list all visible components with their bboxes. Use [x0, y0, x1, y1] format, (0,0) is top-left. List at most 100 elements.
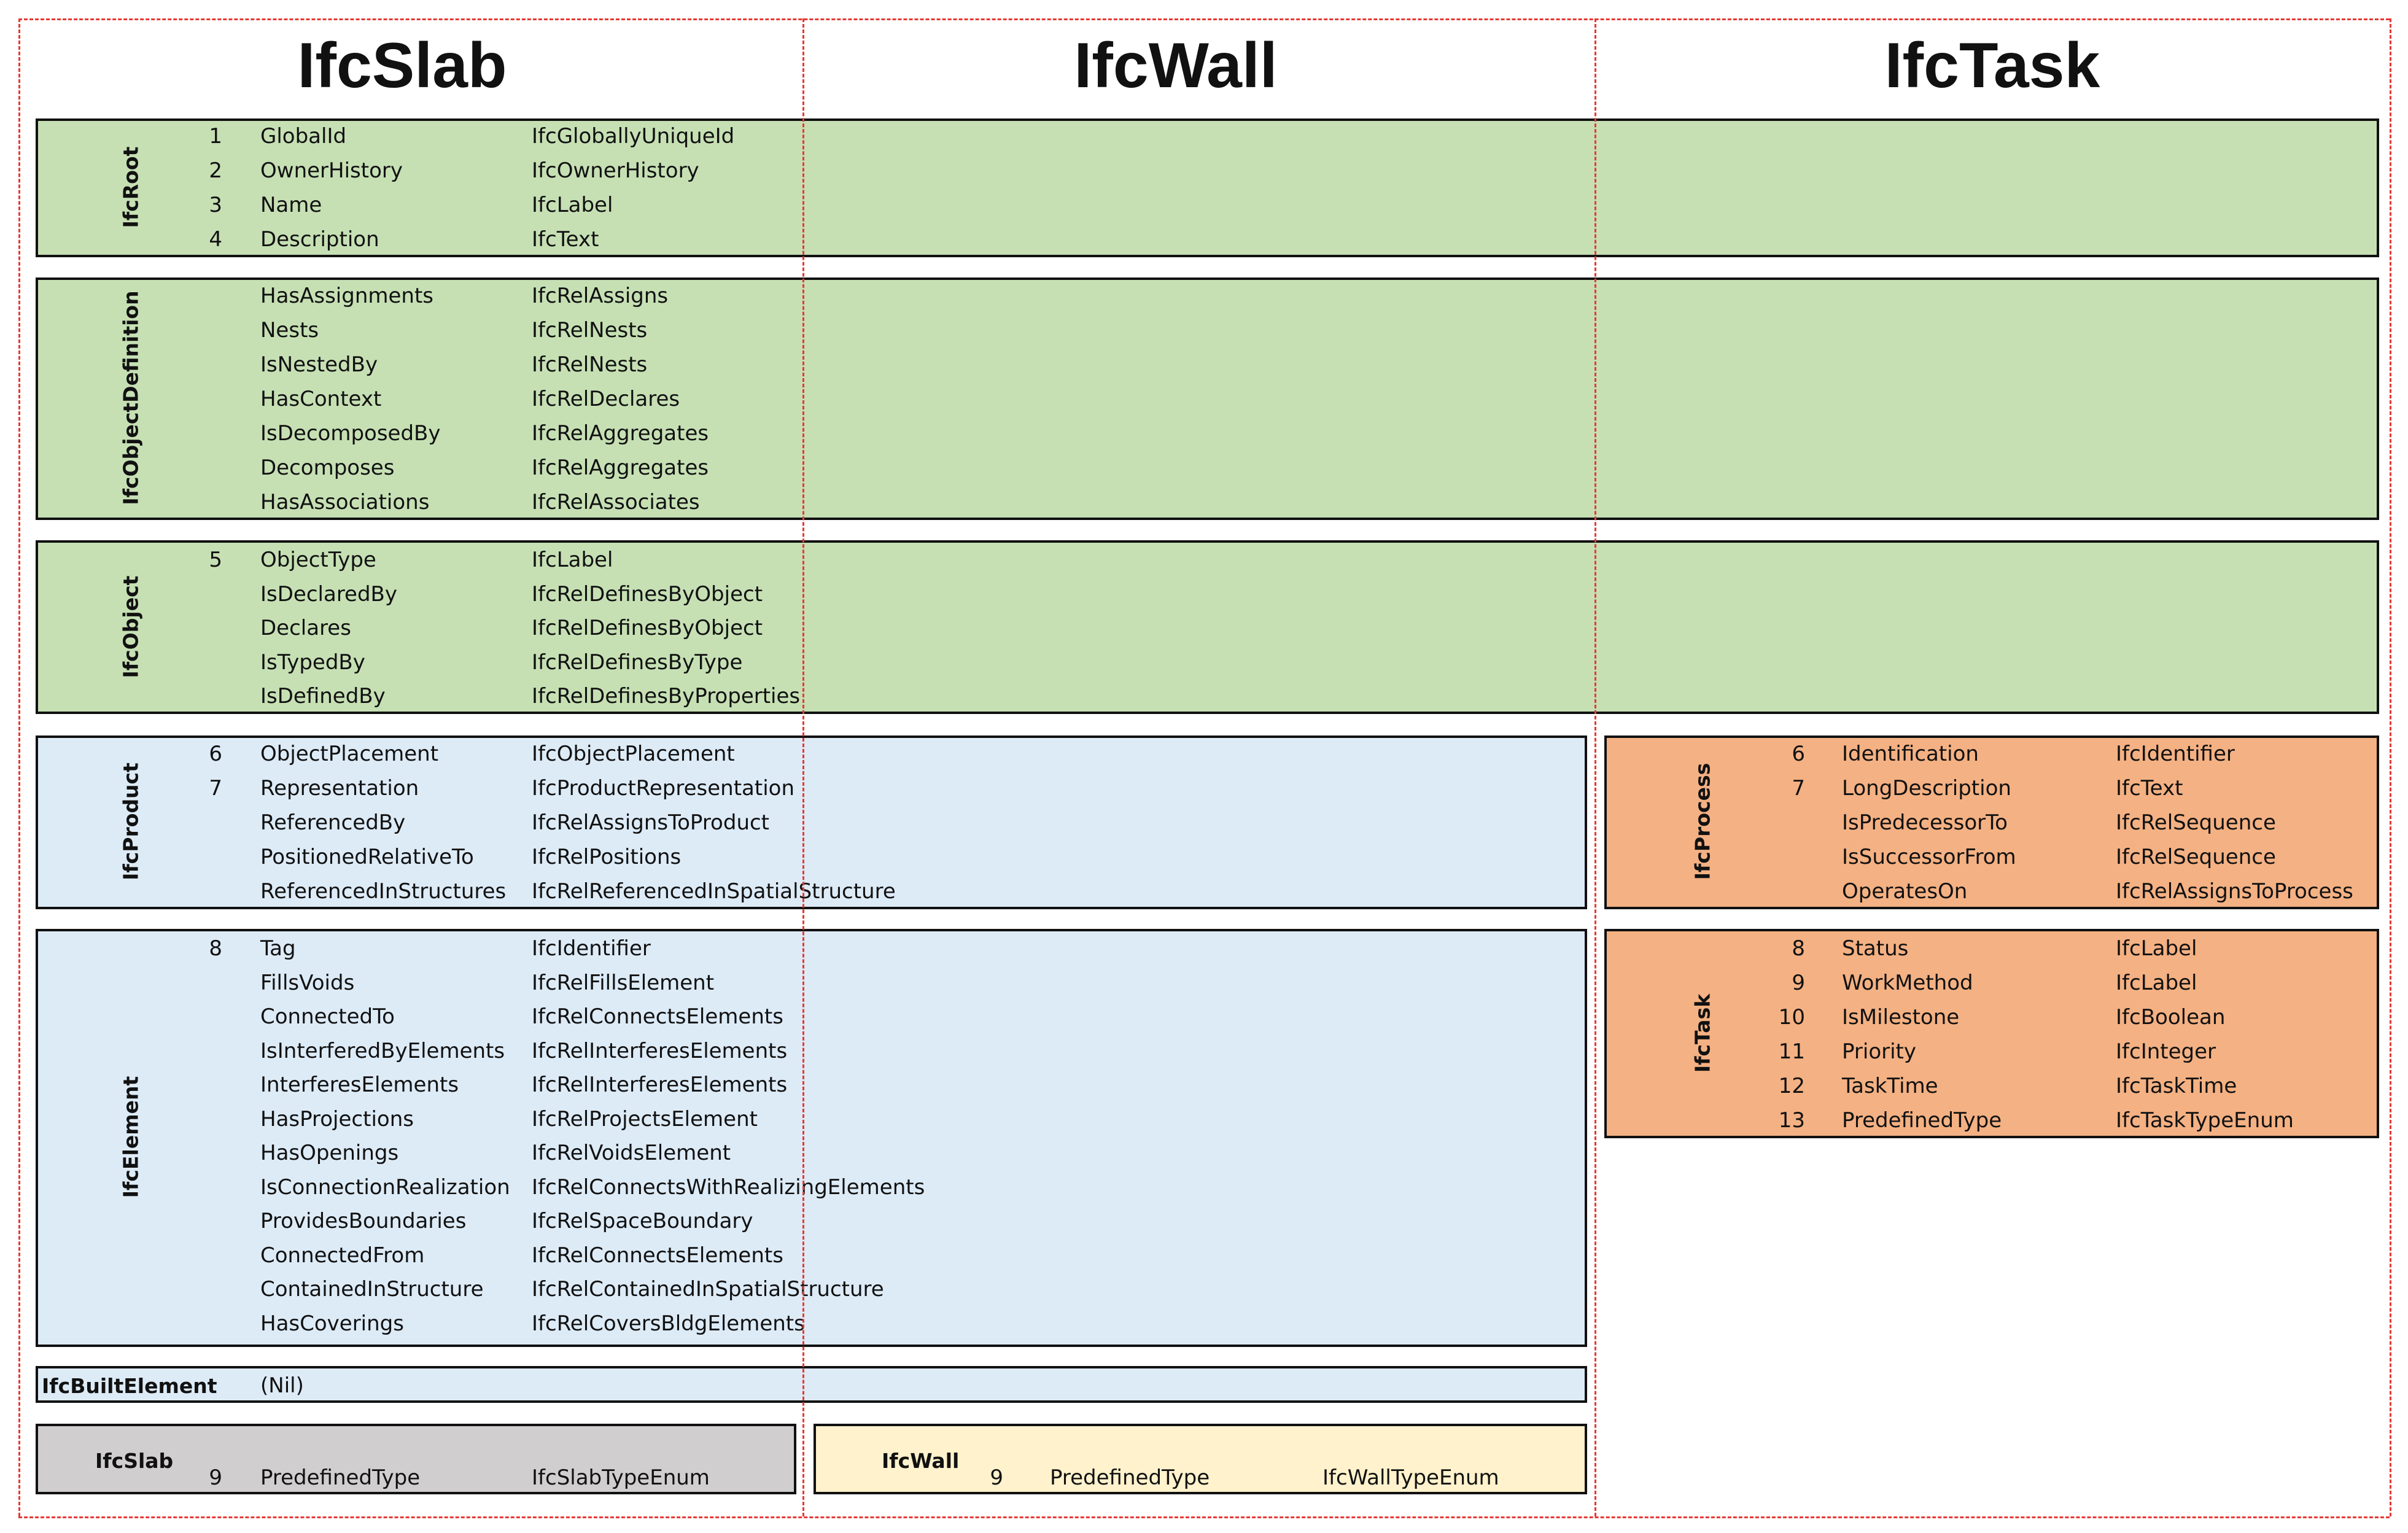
- attribute-name: TaskTime: [1842, 1074, 1938, 1098]
- attribute-name: IsTypedBy: [260, 650, 365, 675]
- attribute-name: IsConnectionRealization: [260, 1175, 510, 1200]
- attribute-number: 7: [1792, 776, 1805, 801]
- attribute-type: IfcRelDeclares: [532, 387, 680, 411]
- attribute-number: 4: [209, 227, 222, 252]
- attribute-name: ProvidesBoundaries: [260, 1209, 467, 1233]
- attribute-number: 7: [209, 776, 222, 801]
- attribute-name: ReferencedInStructures: [260, 879, 507, 904]
- attribute-name: HasCoverings: [260, 1311, 404, 1336]
- attribute-type: IfcRelAssignsToProcess: [2116, 879, 2353, 904]
- attribute-type: IfcRelAggregates: [532, 456, 709, 480]
- attribute-number: 5: [209, 548, 222, 572]
- attribute-type: IfcRelConnectsWithRealizingElements: [532, 1175, 925, 1200]
- attribute-type: IfcLabel: [2116, 971, 2197, 995]
- attribute-number: 11: [1778, 1039, 1805, 1064]
- attribute-name: Nests: [260, 318, 319, 343]
- attribute-name: FillsVoids: [260, 971, 355, 995]
- attribute-name: ReferencedBy: [260, 810, 406, 835]
- attribute-type: IfcLabel: [532, 193, 613, 217]
- attribute-name: Representation: [260, 776, 419, 801]
- attribute-name: HasProjections: [260, 1107, 414, 1131]
- section-ifc-wall: [814, 1424, 1587, 1494]
- attribute-number: 6: [209, 742, 222, 766]
- attribute-name: IsNestedBy: [260, 352, 378, 377]
- outer-border-right: [2390, 18, 2391, 1516]
- label-ifc-object: IfcObject: [118, 575, 143, 678]
- attribute-name: PredefinedType: [1842, 1108, 2002, 1133]
- attribute-type: IfcRelReferencedInSpatialStructure: [532, 879, 896, 904]
- section-ifc-element: [36, 929, 1587, 1347]
- attribute-number: 12: [1778, 1074, 1805, 1098]
- attribute-number: 2: [209, 158, 222, 183]
- section-ifc-object: [36, 540, 2379, 714]
- attribute-name: ConnectedFrom: [260, 1243, 425, 1268]
- label-ifc-element: IfcElement: [118, 1076, 143, 1198]
- attribute-name: Name: [260, 193, 322, 217]
- attribute-name: IsSuccessorFrom: [1842, 845, 2016, 869]
- label-ifc-process: IfcProcess: [1690, 763, 1715, 880]
- attribute-number: 10: [1778, 1005, 1805, 1030]
- attribute-type: IfcRelContainedInSpatialStructure: [532, 1277, 884, 1302]
- attribute-type: IfcObjectPlacement: [532, 742, 735, 766]
- attribute-type: IfcRelAssociates: [532, 490, 700, 514]
- attribute-type: IfcRelSequence: [2116, 845, 2276, 869]
- section-ifc-slab: [36, 1424, 796, 1494]
- attribute-type: IfcRelConnectsElements: [532, 1004, 783, 1029]
- attribute-type: IfcTaskTime: [2116, 1074, 2237, 1098]
- attribute-type: IfcText: [2116, 776, 2183, 801]
- attribute-type: IfcRelVoidsElement: [532, 1141, 731, 1165]
- section-ifc-root: [36, 118, 2379, 257]
- label-ifc-object-definition: IfcObjectDefinition: [118, 290, 143, 505]
- section-ifc-task: [1604, 929, 2379, 1138]
- column-title-slab: IfcSlab: [297, 30, 507, 101]
- attribute-type: IfcProductRepresentation: [532, 776, 795, 801]
- label-ifc-root: IfcRoot: [118, 146, 143, 228]
- attribute-type: IfcRelDefinesByType: [532, 650, 743, 675]
- attribute-name: LongDescription: [1842, 776, 2011, 801]
- attribute-type: IfcRelDefinesByProperties: [532, 684, 801, 708]
- attribute-name: HasAssignments: [260, 284, 434, 308]
- attribute-name: IsMilestone: [1842, 1005, 1960, 1030]
- attribute-type: IfcRelProjectsElement: [532, 1107, 758, 1131]
- attribute-type: IfcLabel: [2116, 936, 2197, 961]
- built-element-value: (Nil): [260, 1373, 304, 1398]
- attribute-name: IsInterferedByElements: [260, 1039, 505, 1063]
- attribute-type: IfcRelInterferesElements: [532, 1039, 788, 1063]
- attribute-name: PredefinedType: [1050, 1465, 1210, 1490]
- attribute-type: IfcRelDefinesByObject: [532, 616, 763, 640]
- attribute-type: IfcRelNests: [532, 352, 648, 377]
- label-ifc-product: IfcProduct: [118, 763, 143, 880]
- attribute-number: 6: [1792, 742, 1805, 766]
- attribute-type: IfcIdentifier: [2116, 742, 2235, 766]
- attribute-type: IfcInteger: [2116, 1039, 2216, 1064]
- label-ifc-task: IfcTask: [1690, 993, 1715, 1073]
- label-ifc-built-element: IfcBuiltElement: [42, 1374, 217, 1398]
- section-ifc-product: [36, 735, 1587, 909]
- attribute-name: ContainedInStructure: [260, 1277, 484, 1302]
- attribute-number: 9: [990, 1465, 1003, 1490]
- attribute-number: 3: [209, 193, 222, 217]
- attribute-number: 9: [209, 1465, 222, 1490]
- attribute-name: Tag: [260, 936, 296, 961]
- attribute-type: IfcSlabTypeEnum: [532, 1465, 710, 1490]
- attribute-type: IfcRelNests: [532, 318, 648, 343]
- attribute-type: IfcRelFillsElement: [532, 971, 715, 995]
- attribute-name: ObjectPlacement: [260, 742, 439, 766]
- column-divider-2: [1594, 18, 1596, 1516]
- attribute-type: IfcWallTypeEnum: [1322, 1465, 1499, 1490]
- attribute-name: IsDeclaredBy: [260, 582, 397, 607]
- attribute-name: HasAssociations: [260, 490, 430, 514]
- outer-border-top: [18, 18, 2390, 20]
- attribute-type: IfcRelAssigns: [532, 284, 669, 308]
- attribute-name: Declares: [260, 616, 351, 640]
- attribute-type: IfcRelInterferesElements: [532, 1073, 788, 1097]
- attribute-type: IfcGloballyUniqueId: [532, 124, 735, 149]
- attribute-number: 9: [1792, 971, 1805, 995]
- column-title-wall: IfcWall: [1074, 30, 1278, 101]
- attribute-name: InterferesElements: [260, 1073, 459, 1097]
- attribute-name: Description: [260, 227, 379, 252]
- attribute-name: GlobalId: [260, 124, 347, 149]
- attribute-number: 8: [1792, 936, 1805, 961]
- label-ifc-wall: IfcWall: [882, 1449, 960, 1473]
- attribute-name: Status: [1842, 936, 1909, 961]
